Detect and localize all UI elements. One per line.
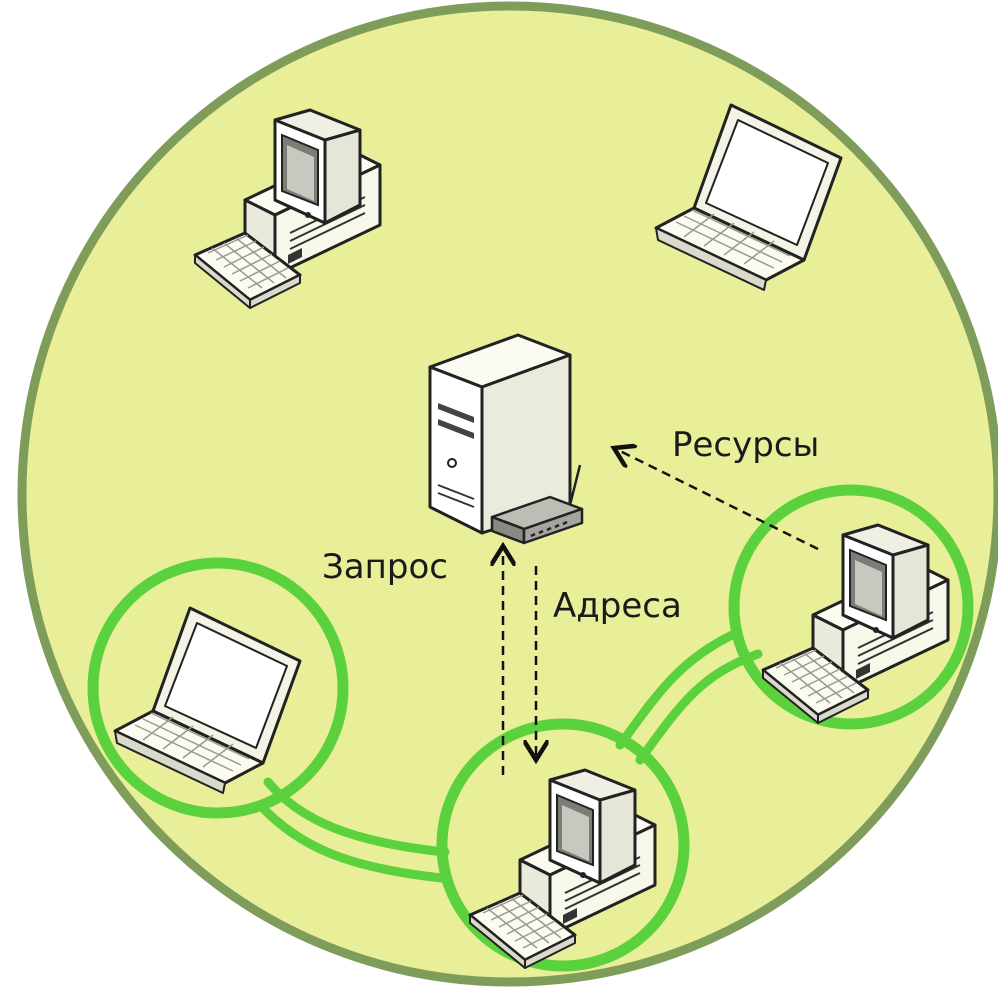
peer-ring-bottom [436, 718, 690, 972]
index-server [428, 333, 584, 545]
resources-label: Ресурсы [672, 425, 819, 465]
request-label: Запрос [322, 547, 448, 587]
peer-links [255, 627, 763, 883]
peer-ring-left [87, 557, 349, 819]
resources-arrow [614, 448, 819, 551]
addresses-label: Адреса [553, 586, 682, 626]
peer-ring-right [728, 484, 974, 730]
